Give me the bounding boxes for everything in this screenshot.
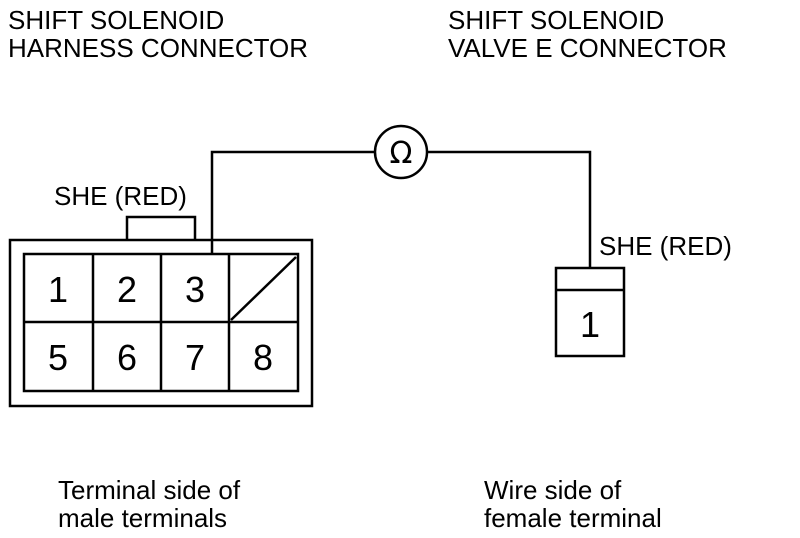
valve-caption-line-2: female terminal xyxy=(484,503,662,533)
harness-title-line-1: SHIFT SOLENOID xyxy=(8,5,225,35)
harness-pin-6: 6 xyxy=(117,337,137,378)
harness-caption-line-1: Terminal side of xyxy=(58,475,241,505)
harness-pin-1: 1 xyxy=(48,269,68,310)
harness-wire-label: SHE (RED) xyxy=(54,181,187,211)
harness-caption-line-2: male terminals xyxy=(58,503,228,533)
harness-connector-title: SHIFT SOLENOID HARNESS CONNECTOR xyxy=(8,6,308,62)
harness-pin-2: 2 xyxy=(117,269,137,310)
valve-connector-title: SHIFT SOLENOID VALVE E CONNECTOR xyxy=(448,6,727,62)
empty-cavity-slash xyxy=(230,256,297,321)
harness-pin-8: 8 xyxy=(253,337,273,378)
valve-title-line-2: VALVE E CONNECTOR xyxy=(448,33,727,63)
harness-connector-body xyxy=(8,238,314,408)
harness-pin-5: 5 xyxy=(48,337,68,378)
harness-title-line-2: HARNESS CONNECTOR xyxy=(8,33,309,63)
harness-pin-7: 7 xyxy=(185,337,205,378)
valve-caption: Wire side of female terminal xyxy=(484,476,662,532)
harness-pin-3: 3 xyxy=(185,269,205,310)
test-lead-left xyxy=(210,150,375,254)
ohm-symbol: Ω xyxy=(390,136,413,171)
ohmmeter-circle xyxy=(373,124,429,180)
harness-connector-latch xyxy=(125,215,197,240)
harness-caption: Terminal side of male terminals xyxy=(58,476,240,532)
valve-caption-line-1: Wire side of xyxy=(484,475,622,505)
valve-pin-1: 1 xyxy=(580,304,600,345)
valve-wire-label: SHE (RED) xyxy=(599,231,732,261)
valve-title-line-1: SHIFT SOLENOID xyxy=(448,5,665,35)
test-lead-right xyxy=(427,150,592,268)
valve-connector-body xyxy=(554,266,626,358)
